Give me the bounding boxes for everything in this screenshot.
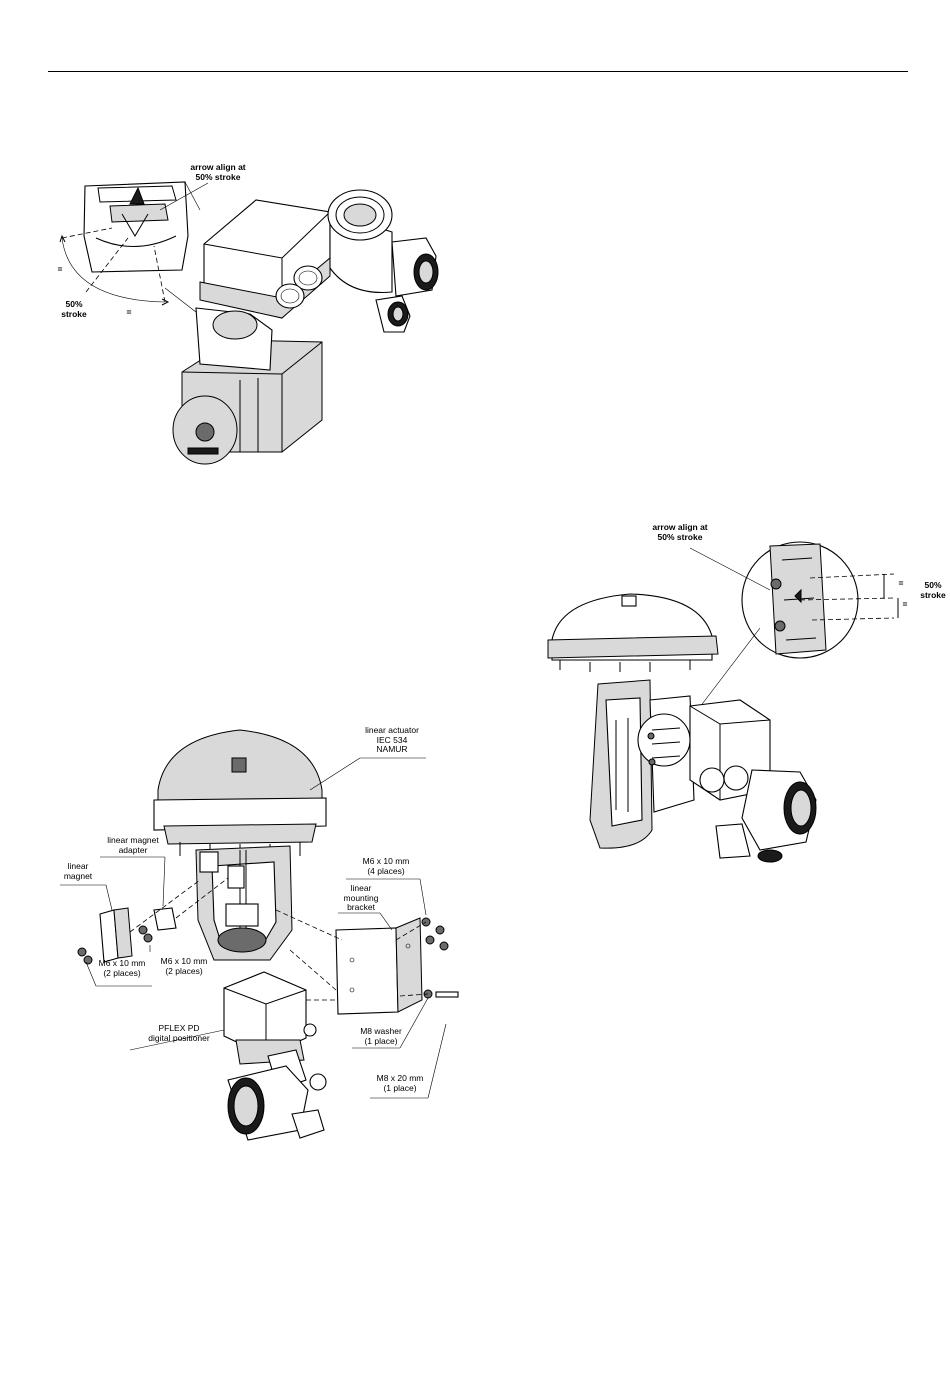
fig2-equal-top: = [898,578,904,588]
fig1-arrow-align-label: arrow align at 50% stroke [190,162,246,182]
fig3-m8-screw-label: M8 x 20 mm (1 place) [376,1073,424,1093]
mounted-positioner [637,699,817,863]
fig3-m6-2-places-label-a: M6 x 10 mm (2 places) [160,956,208,976]
fig3-positioner-label: PFLEX PD digital positioner [148,1023,210,1043]
diaphragm-actuator [547,593,719,672]
arrow-detail-inset [83,181,189,273]
fig3-linear-magnet-adapter-label: linear magnet adapter [107,835,159,855]
fig2-arrow-align-label: arrow align at 50% stroke [652,522,708,542]
fig3-m6-2-places-label-b: M6 x 10 mm (2 places) [98,958,146,978]
linear-actuator-dome [153,729,327,858]
fig3-linear-magnet-label: linear magnet [63,861,93,881]
fig2-stroke-label: 50% stroke [920,580,946,600]
fig1-stroke-label: 50% stroke [61,299,87,319]
stroke-detail-magnifier [741,541,899,659]
fig2-equal-bottom: = [902,599,908,609]
fig1-equal-left: = [57,264,63,274]
rotary-actuator [172,339,323,465]
linear-mounting-bracket [335,917,423,1015]
header-rule [48,71,908,72]
pressure-gauges [275,265,323,309]
fig1-equal-bottom: = [126,307,132,317]
explosion-proof-housing-exploded [227,1065,327,1141]
stroke-arc [59,227,170,306]
explosion-lines [129,877,429,1001]
label-leaders [60,757,447,1099]
arrow-label-leader [159,182,209,211]
fig3-m8-washer-label: M8 washer (1 place) [360,1026,402,1046]
fig3-m6-4-places-label: M6 x 10 mm (4 places) [362,856,410,876]
linear-magnet-parts [77,907,177,965]
linear-yoke [195,845,293,961]
bracket-screws [421,917,459,999]
fig3-linear-actuator-label: linear actuator IEC 534 NAMUR [365,725,419,754]
explosion-proof-housing [327,189,439,333]
fig3-linear-mounting-bracket-label: linear mounting bracket [343,883,379,912]
